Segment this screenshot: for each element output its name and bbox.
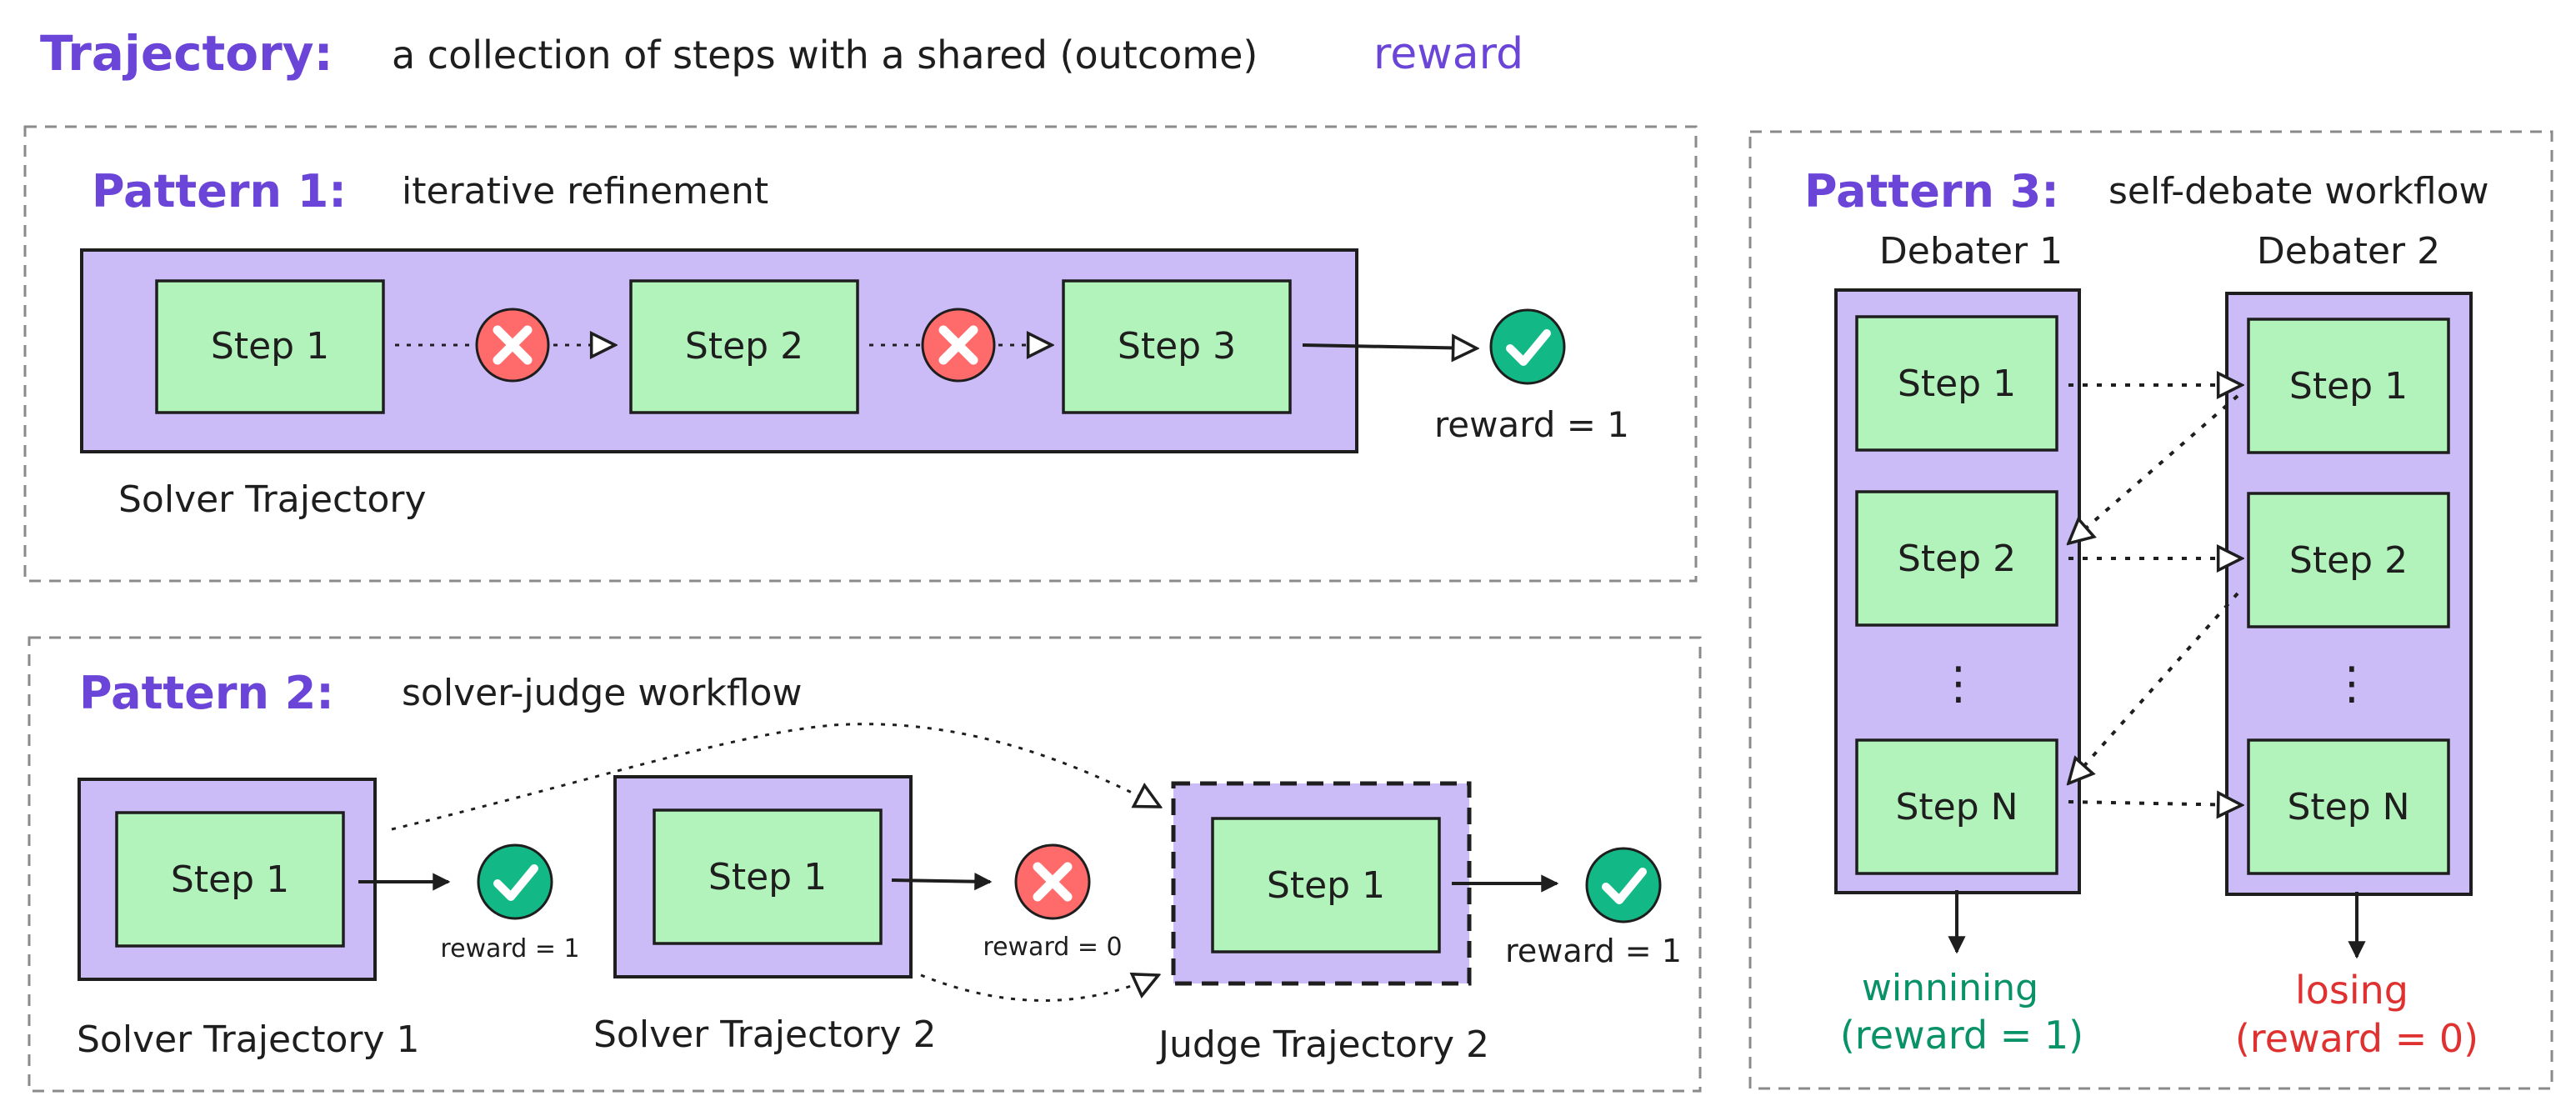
- p2-t2-step-label: Step 1: [708, 856, 827, 898]
- pattern2-border: [28, 636, 1702, 1093]
- p2-curve-bottom: [920, 975, 1158, 1002]
- header-label: Trajectory:: [40, 25, 333, 82]
- pattern3-subtitle: self-debate workflow: [2108, 170, 2488, 213]
- d2-outcome-line2: (reward = 0): [2235, 1016, 2478, 1061]
- d2-step-2: Step 2: [2247, 492, 2450, 628]
- d1-step-2: Step 2: [1855, 490, 2058, 627]
- p2-t2-arrow: [891, 880, 990, 882]
- p1-caption: Solver Trajectory: [118, 478, 427, 521]
- d2-step-1: Step 1: [2247, 318, 2450, 454]
- d-arrow-4: [2068, 592, 2239, 783]
- pattern1-label: Pattern 1:: [92, 165, 347, 218]
- p1-step-3-label: Step 3: [1118, 325, 1236, 368]
- check-circle-icon: [1585, 847, 1662, 923]
- debater-1-title: Debater 1: [1879, 230, 2063, 273]
- check-circle-icon: [1489, 308, 1566, 385]
- d1-outcome-line1: winnining: [1862, 967, 2038, 1009]
- p2-t3-reward: reward = 1: [1505, 933, 1682, 969]
- d2-outcome-line1: losing: [2295, 968, 2408, 1013]
- d-arrow-5: [2068, 802, 2242, 805]
- p1-step-2: Step 2: [629, 279, 859, 414]
- p1-step-1-label: Step 1: [211, 325, 329, 368]
- pattern1-border: [23, 125, 1698, 583]
- pattern3-label: Pattern 3:: [1804, 165, 2059, 218]
- check-circle-icon: [477, 843, 553, 920]
- d1-step-2-label: Step 2: [1898, 538, 2016, 580]
- d1-step-1-label: Step 1: [1898, 363, 2016, 405]
- pattern2-subtitle: solver-judge workflow: [402, 672, 802, 714]
- p2-t1-caption: Solver Trajectory 1: [77, 1018, 420, 1061]
- p2-curve-top: [391, 723, 1160, 831]
- p1-step-1: Step 1: [155, 279, 385, 414]
- pattern2-label: Pattern 2:: [79, 667, 334, 719]
- p2-t3-step-label: Step 1: [1267, 864, 1385, 907]
- header-description: a collection of steps with a shared (out…: [392, 33, 1258, 78]
- pattern3-border: [1748, 130, 2553, 1090]
- x-circle-icon: [1014, 843, 1091, 920]
- p1-final-arrow: [1302, 345, 1477, 348]
- pattern1-panel: Pattern 1: iterative refinement Step 1 S…: [23, 125, 1698, 583]
- p2-t1-reward: reward = 1: [440, 934, 579, 963]
- d1-step-1: Step 1: [1855, 315, 2058, 452]
- p2-t2-reward: reward = 0: [983, 933, 1122, 962]
- header-highlight: reward: [1373, 29, 1523, 79]
- d2-ellipsis: ⋮: [2329, 657, 2374, 709]
- p2-t3-caption: Judge Trajectory 2: [1156, 1023, 1489, 1066]
- header: Trajectory: a collection of steps with a…: [40, 25, 1523, 82]
- p1-reward: reward = 1: [1434, 404, 1629, 445]
- p2-judge-trajectory: Step 1: [1171, 781, 1472, 986]
- d-arrow-2: [2068, 394, 2239, 543]
- p2-t1-step-label: Step 1: [171, 858, 289, 901]
- pattern3-panel: Pattern 3: self-debate workflow Debater …: [1748, 130, 2553, 1090]
- d1-ellipsis: ⋮: [1936, 657, 1981, 709]
- d1-outcome-line2: (reward = 1): [1840, 1013, 2083, 1058]
- d2-step-1-label: Step 1: [2289, 365, 2408, 408]
- p2-t2-caption: Solver Trajectory 2: [593, 1013, 937, 1056]
- x-circle-icon: [475, 308, 550, 383]
- p2-solver-trajectory-2: Step 1: [613, 775, 913, 978]
- d1-step-n: Step N: [1855, 738, 2058, 875]
- x-circle-icon: [921, 308, 996, 383]
- p2-solver-trajectory-1: Step 1: [78, 778, 377, 981]
- d2-step-n: Step N: [2247, 738, 2450, 875]
- pattern2-panel: Pattern 2: solver-judge workflow Step 1 …: [28, 636, 1702, 1093]
- p1-step-3: Step 3: [1062, 279, 1292, 414]
- debater-2-title: Debater 2: [2257, 230, 2440, 273]
- d2-step-2-label: Step 2: [2289, 539, 2408, 582]
- d1-step-n-label: Step N: [1895, 786, 2018, 828]
- p1-step-2-label: Step 2: [685, 325, 803, 368]
- d2-step-n-label: Step N: [2287, 786, 2409, 828]
- pattern1-subtitle: iterative refinement: [402, 170, 768, 213]
